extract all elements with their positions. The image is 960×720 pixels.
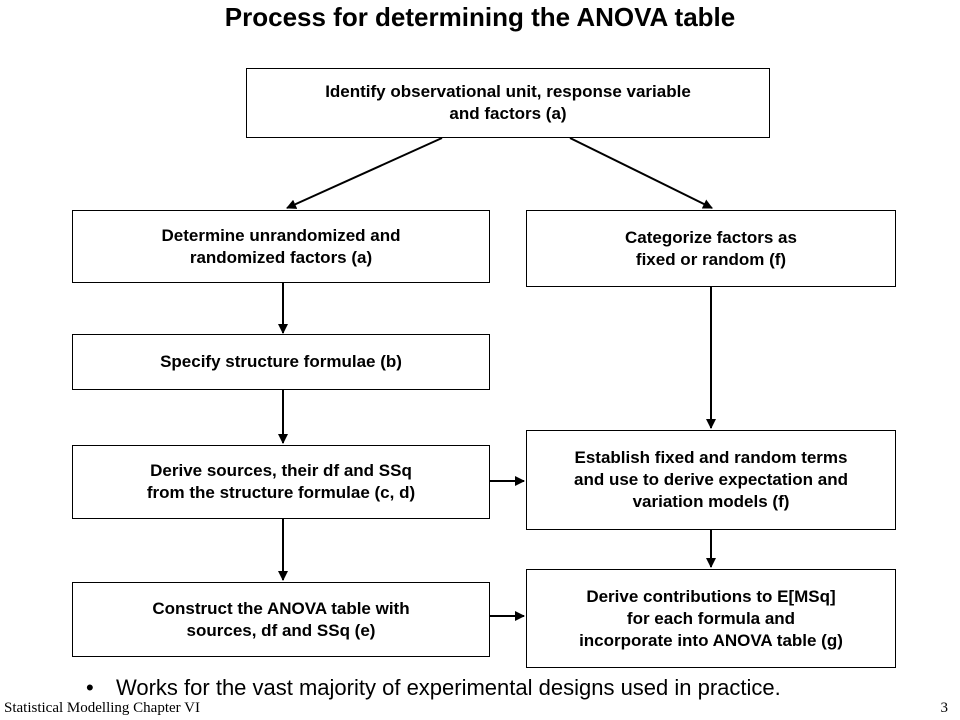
bullet-text: Works for the vast majority of experimen… bbox=[116, 675, 781, 700]
bullet-icon: • bbox=[86, 675, 94, 700]
page-number: 3 bbox=[940, 700, 949, 716]
box-specify: Specify structure formulae (b) bbox=[72, 334, 490, 390]
box-categorize: Categorize factors as fixed or random (f… bbox=[526, 210, 896, 287]
box-identify: Identify observational unit, response va… bbox=[246, 68, 770, 138]
arrow-identify-to-categorize bbox=[569, 137, 713, 209]
box-construct: Construct the ANOVA table with sources, … bbox=[72, 582, 490, 657]
page-title: Process for determining the ANOVA table bbox=[224, 2, 736, 32]
footer-text: Statistical Modelling Chapter VI bbox=[4, 700, 200, 716]
box-derive-sources: Derive sources, their df and SSq from th… bbox=[72, 445, 490, 519]
box-derive-contrib: Derive contributions to E[MSq] for each … bbox=[526, 569, 896, 668]
box-establish: Establish fixed and random terms and use… bbox=[526, 430, 896, 530]
bullet-point: • Works for the vast majority of experime… bbox=[86, 675, 781, 701]
arrow-identify-to-determine bbox=[286, 137, 443, 209]
box-determine: Determine unrandomized and randomized fa… bbox=[72, 210, 490, 283]
